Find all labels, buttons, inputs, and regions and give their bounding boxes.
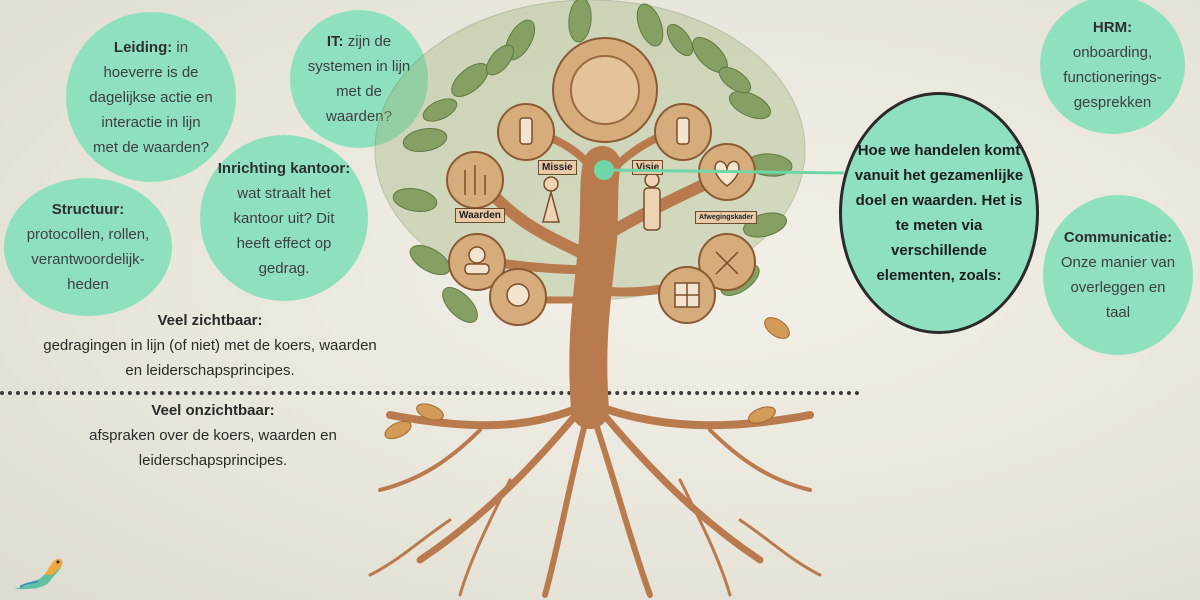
bubble-hrm: HRM: onboarding, functionerings-gesprekk…: [1040, 0, 1185, 134]
hidden-text: afspraken over de koers, waarden en leid…: [89, 427, 337, 469]
label-waarden: Waarden: [455, 208, 505, 223]
tree-illustration: [330, 0, 850, 600]
hrm-body: onboarding, functionerings-gesprekken: [1056, 40, 1169, 115]
structuur-title: Structuur:: [52, 197, 125, 222]
connector-line: [592, 158, 852, 182]
communicatie-title: Communicatie:: [1064, 225, 1172, 250]
hrm-title: HRM:: [1093, 15, 1132, 40]
hidden-heading: Veel onzichtbaar:: [48, 398, 378, 423]
communicatie-body: Onze manier van overleggen en taal: [1059, 250, 1177, 325]
visible-heading: Veel zichtbaar:: [40, 308, 380, 333]
bubble-leiding-text: Leiding: in hoeverre is de dagelijkse ac…: [82, 35, 220, 160]
bubble-main-statement: Hoe we handelen komt vanuit het gezamenl…: [839, 92, 1039, 334]
visible-text: gedragingen in lijn (of niet) met de koe…: [43, 337, 377, 379]
visible-section: Veel zichtbaar: gedragingen in lijn (of …: [40, 308, 380, 383]
leiding-title: Leiding:: [114, 39, 172, 56]
tree-roots: [370, 405, 820, 595]
leiding-body: in hoeverre is de dagelijkse actie en in…: [89, 39, 212, 156]
label-missie: Missie: [538, 160, 577, 175]
label-afwegingskader: Afwegingskader: [695, 211, 757, 224]
bubble-communicatie: Communicatie: Onze manier van overleggen…: [1043, 195, 1193, 355]
bubble-structuur: Structuur: protocollen, rollen, verantwo…: [4, 178, 172, 316]
bubble-leiding: Leiding: in hoeverre is de dagelijkse ac…: [66, 12, 236, 182]
main-statement-text: Hoe we handelen komt vanuit het gezamenl…: [854, 138, 1024, 288]
hidden-section: Veel onzichtbaar: afspraken over de koer…: [48, 398, 378, 473]
otter-logo-icon: [10, 553, 68, 593]
structuur-body: protocollen, rollen, verantwoordelijk-he…: [20, 222, 156, 297]
